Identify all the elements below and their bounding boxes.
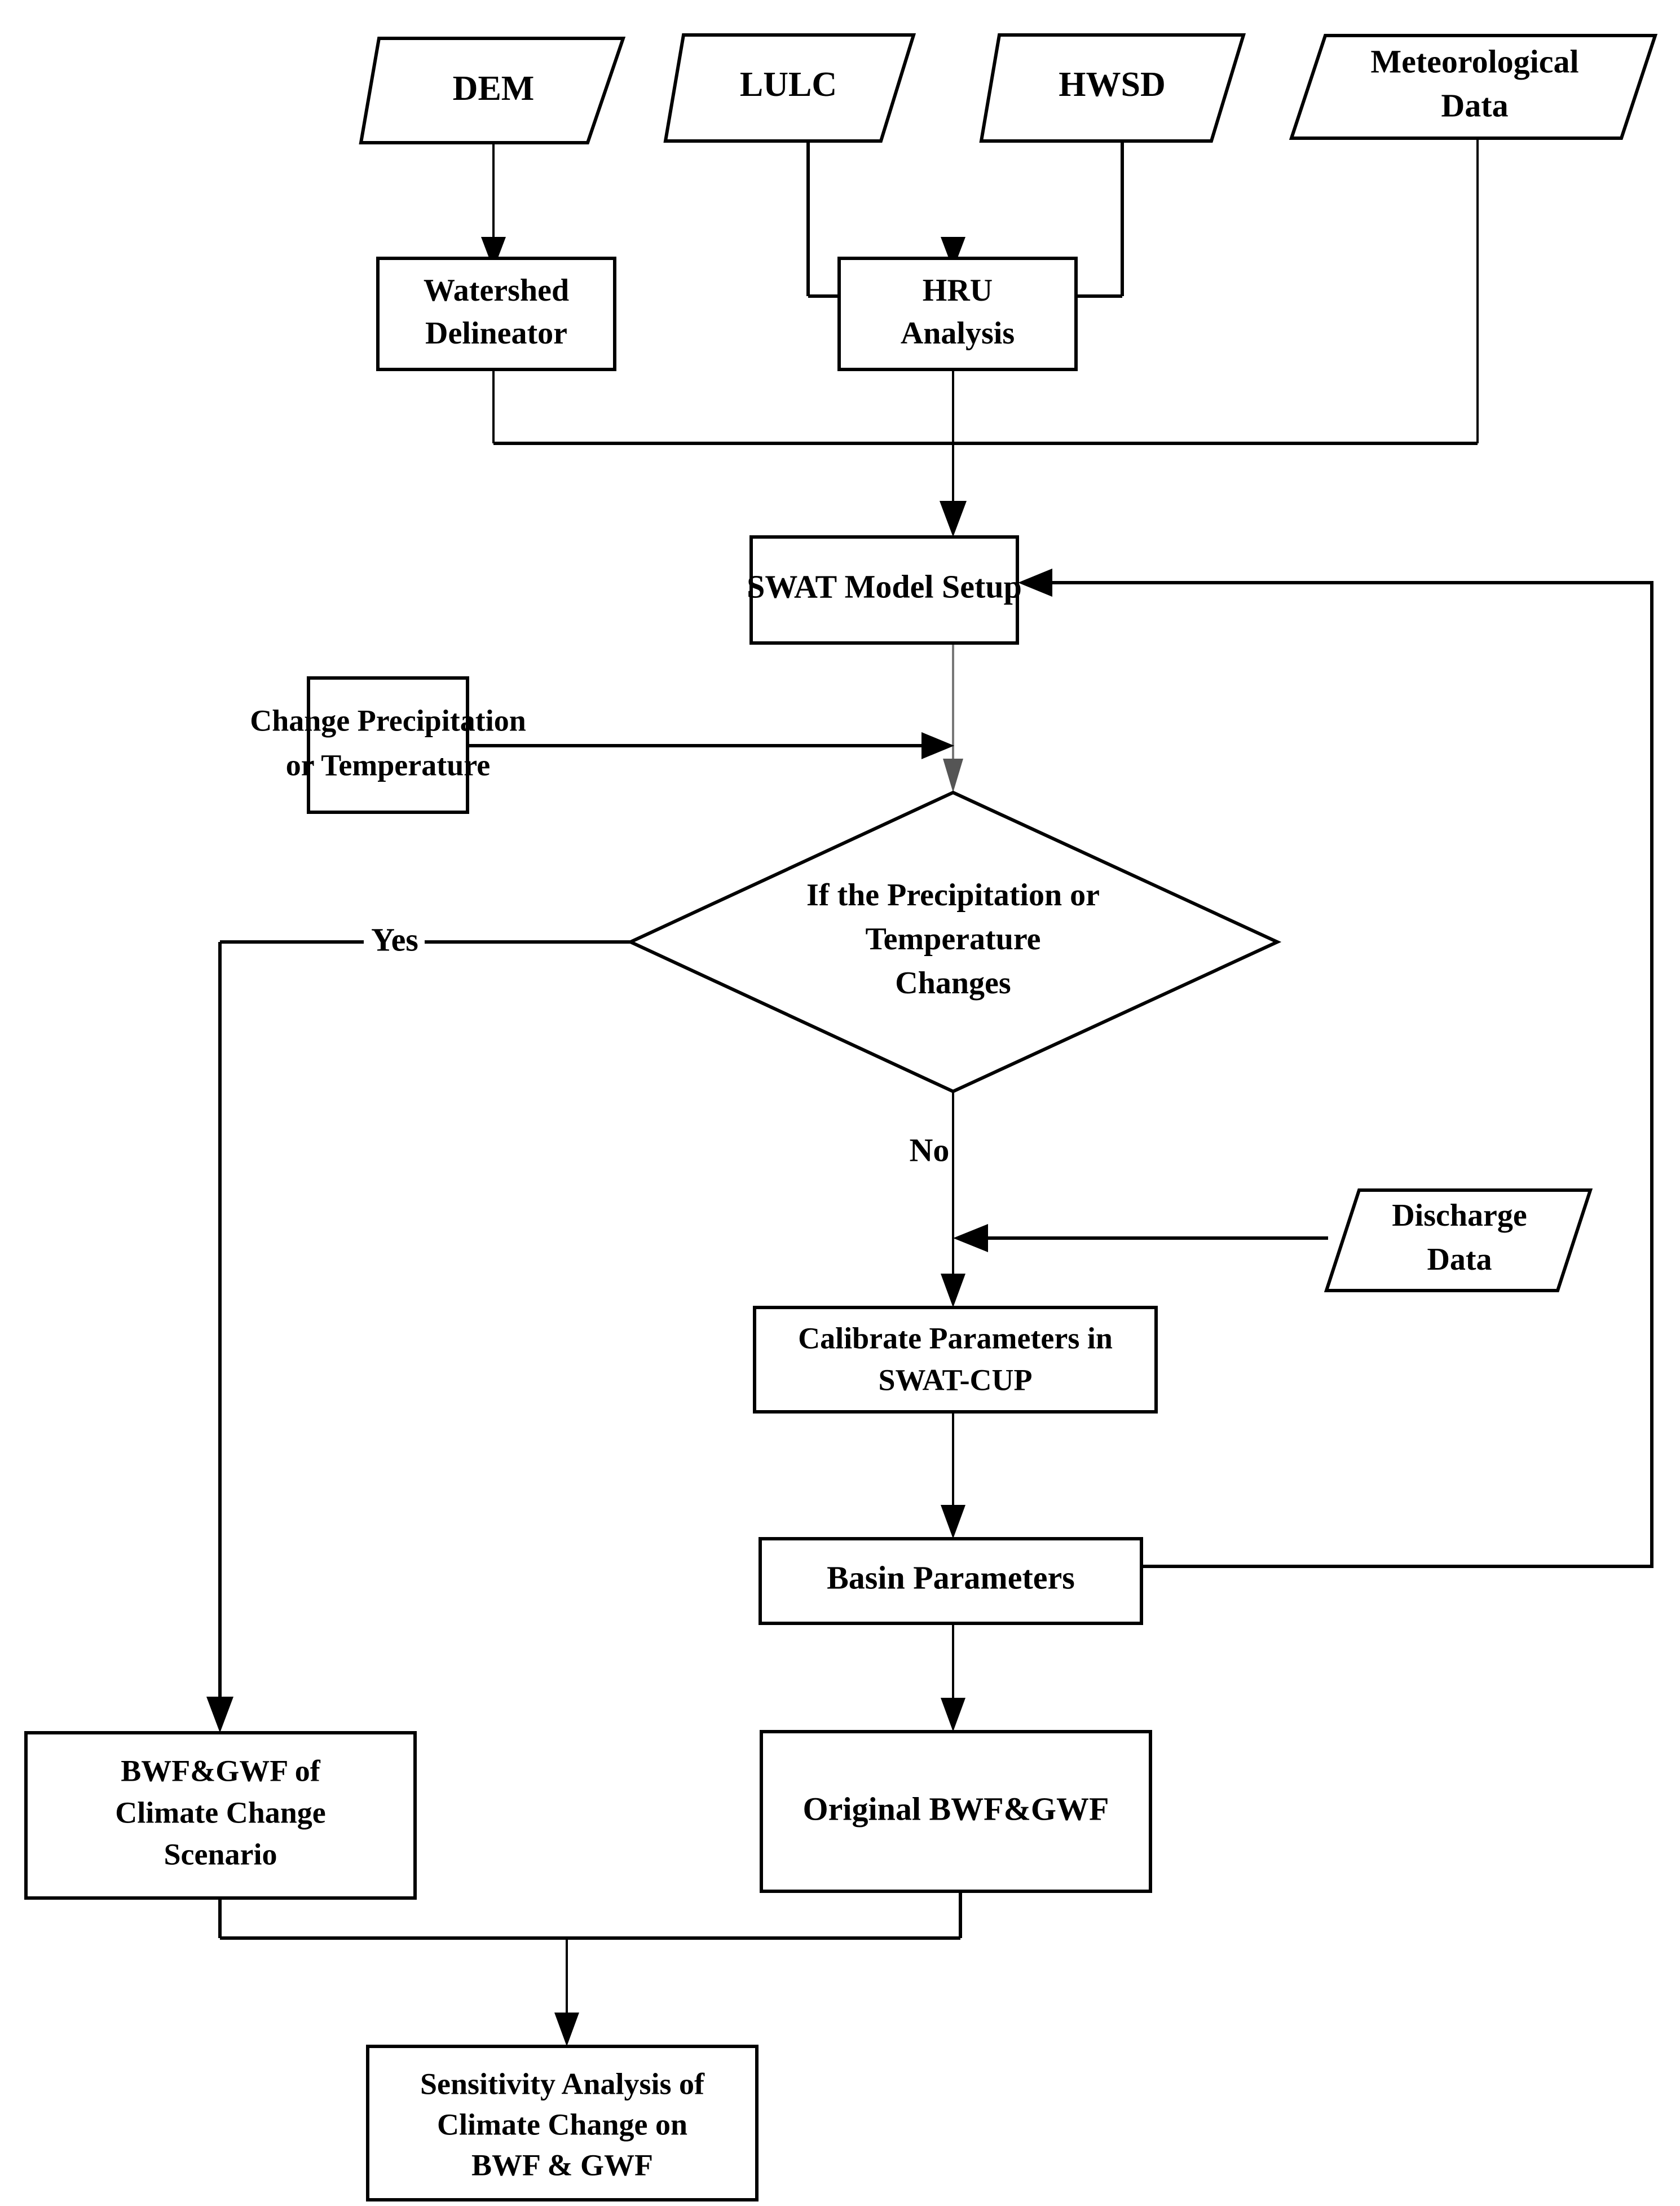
- edge-dem-to-watershed: [481, 144, 506, 270]
- edge-change-precip-to-flow: [467, 732, 954, 759]
- edge-basin-feedback-to-swat: [1018, 569, 1653, 1568]
- edge-discharge-to-flow: [953, 1224, 1328, 1252]
- node-original-bwf-label: Original BWF&GWF: [803, 1790, 1109, 1827]
- edge-basin-to-original: [941, 1624, 965, 1732]
- node-meteorological-data[interactable]: Meteorological Data: [1289, 34, 1658, 140]
- node-discharge-data[interactable]: Discharge Data: [1324, 1188, 1593, 1292]
- node-hwsd[interactable]: HWSD: [979, 33, 1246, 143]
- node-discharge-label-2: Data: [1427, 1242, 1492, 1277]
- node-discharge-label-1: Discharge: [1392, 1198, 1527, 1233]
- node-hru-analysis[interactable]: HRU Analysis: [837, 257, 1078, 371]
- node-change-precip-label-2: or Temperature: [286, 748, 490, 782]
- node-swat-model-setup[interactable]: SWAT Model Setup: [747, 535, 1022, 645]
- node-meteorological-label-1: Meteorological: [1370, 43, 1578, 80]
- edge-decision-no: [941, 1091, 965, 1307]
- node-change-precip-temp[interactable]: Change Precipitation or Temperature: [250, 676, 526, 814]
- edge-label-yes-group: Yes: [364, 921, 425, 962]
- node-sensitivity-analysis[interactable]: Sensitivity Analysis of Climate Change o…: [366, 2045, 759, 2201]
- node-calibrate-params[interactable]: Calibrate Parameters in SWAT-CUP: [753, 1306, 1158, 1414]
- edge-label-yes: Yes: [371, 921, 418, 958]
- edge-merge-to-swat: [940, 443, 967, 537]
- node-dem-label: DEM: [453, 69, 535, 108]
- node-lulc[interactable]: LULC: [663, 33, 916, 143]
- node-meteorological-label-2: Data: [1441, 87, 1508, 124]
- node-sensitivity-label-3: BWF & GWF: [471, 2148, 653, 2182]
- node-bwf-climate-label-1: BWF&GWF of: [121, 1754, 320, 1787]
- node-bwf-climate-label-2: Climate Change: [115, 1795, 325, 1829]
- node-decision[interactable]: If the Precipitation or Temperature Chan…: [626, 790, 1282, 1094]
- node-watershed-delineator[interactable]: Watershed Delineator: [376, 257, 616, 371]
- edge-label-no: No: [910, 1131, 950, 1168]
- edge-swat-to-decision: [943, 643, 963, 792]
- node-calibrate-label-2: SWAT-CUP: [878, 1363, 1032, 1397]
- edge-bottom-merge: [218, 1891, 962, 2046]
- node-sensitivity-label-2: Climate Change on: [437, 2107, 687, 2141]
- node-sensitivity-label-1: Sensitivity Analysis of: [420, 2067, 705, 2101]
- node-basin-label: Basin Parameters: [827, 1559, 1075, 1596]
- node-hru-label-2: Analysis: [901, 316, 1015, 351]
- node-decision-label-2: Temperature: [865, 922, 1040, 957]
- node-bwf-climate-label-3: Scenario: [164, 1837, 277, 1871]
- node-watershed-label-1: Watershed: [424, 273, 569, 308]
- node-decision-label-3: Changes: [895, 966, 1011, 1001]
- node-basin-parameters[interactable]: Basin Parameters: [759, 1537, 1143, 1625]
- edge-decision-yes: [206, 940, 630, 1733]
- node-dem[interactable]: DEM: [359, 37, 626, 144]
- node-watershed-label-2: Delineator: [425, 316, 567, 351]
- edge-label-no-group: No: [910, 1131, 950, 1168]
- node-hru-label-1: HRU: [923, 273, 993, 308]
- node-calibrate-label-1: Calibrate Parameters in: [798, 1321, 1113, 1355]
- node-original-bwf-gwf[interactable]: Original BWF&GWF: [760, 1730, 1152, 1893]
- node-decision-label-1: If the Precipitation or: [806, 878, 1100, 913]
- node-bwf-gwf-climate[interactable]: BWF&GWF of Climate Change Scenario: [24, 1731, 417, 1900]
- edge-calibrate-to-basin: [941, 1413, 965, 1539]
- node-swat-label: SWAT Model Setup: [747, 568, 1022, 605]
- node-hwsd-label: HWSD: [1059, 65, 1165, 104]
- node-lulc-label: LULC: [740, 65, 837, 104]
- node-change-precip-label-1: Change Precipitation: [250, 703, 526, 737]
